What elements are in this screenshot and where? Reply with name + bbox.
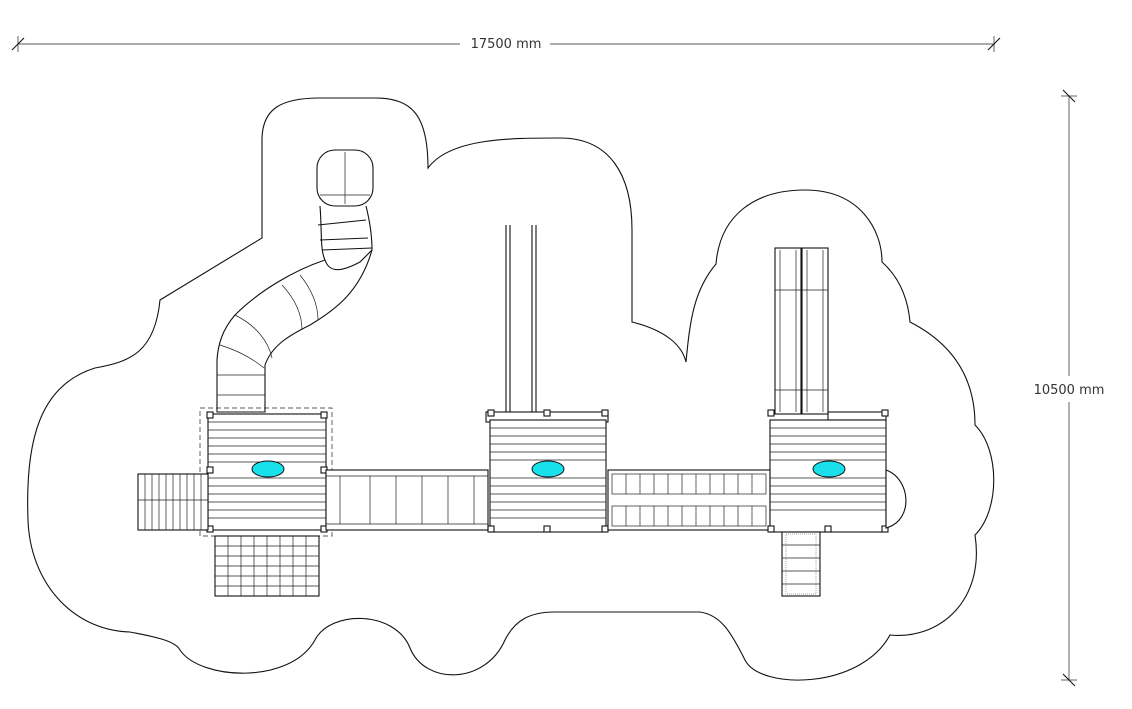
left-steps [137,473,209,531]
width-dimension: 17500 mm [11,36,1001,52]
width-dimension-label: 17500 mm [471,37,542,52]
tower-middle [485,409,609,533]
rope-poles [505,225,537,412]
bridge-right [607,469,771,531]
height-dimension: 10500 mm [1034,89,1105,687]
height-dimension-label: 10500 mm [1034,383,1105,398]
tower-left [199,407,333,537]
marker-left [251,460,285,478]
tower-right [767,409,907,533]
tube-slide [216,149,374,413]
marker-middle [531,460,565,478]
double-slide [774,247,829,415]
marker-right [812,460,846,478]
right-steps [781,531,821,597]
bridge-left [325,469,489,531]
deck-slats-left [208,421,326,519]
safety-zone-outline [27,97,995,681]
left-climbing-grid [214,535,320,597]
